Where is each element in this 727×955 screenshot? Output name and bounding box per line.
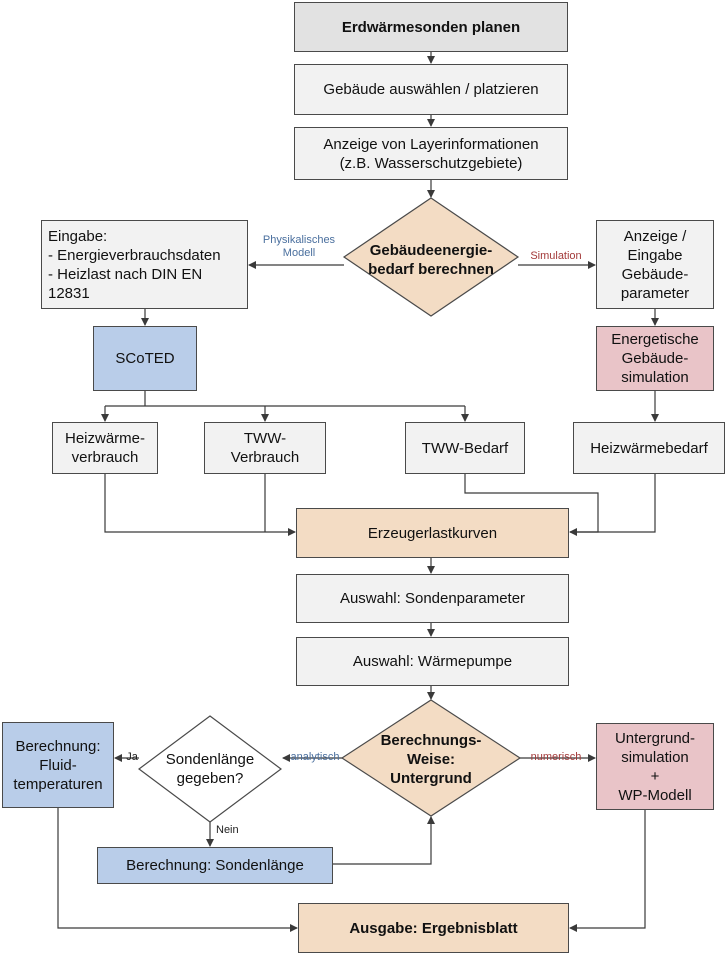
select-building-box: Gebäude auswählen / platzieren [294,64,568,115]
layer-info-box: Anzeige von Layerinformationen (z.B. Was… [294,127,568,180]
building-simulation-box: Energetische Gebäude- simulation [596,326,714,391]
simulation-label: Simulation [530,250,582,262]
tww-demand-box: TWW-Bedarf [405,422,525,474]
output-sheet-box: Ausgabe: Ergebnisblatt [298,903,569,953]
length-calc-box: Berechnung: Sondenlänge [97,847,333,884]
plan-boreholes-box: Erdwärmesonden planen [294,2,568,52]
decision-energy-diamond [342,197,520,317]
tww-consumption-box: TWW- Verbrauch [204,422,326,474]
numerical-label: numerisch [530,751,582,763]
probe-params-box: Auswahl: Sondenparameter [296,574,569,623]
load-curves-box: Erzeugerlastkurven [296,508,569,558]
physical-model-label: Physikalisches Modell [262,234,336,259]
decision-energy-text: Gebäudeenergie- bedarf berechnen [368,242,494,278]
input-consumption-box: Eingabe: - Energieverbrauchsdaten - Heiz… [41,220,248,309]
fluid-temperatures-box: Berechnung: Fluid- temperaturen [2,722,114,808]
analytical-label: analytisch [290,751,340,763]
ground-simulation-box: Untergrund- simulation + WP-Modell [596,723,714,810]
yes-label: Ja [126,751,138,763]
building-params-box: Anzeige / Eingabe Gebäude- parameter [596,220,714,309]
scoted-box: SCoTED [93,326,197,391]
heat-consumption-box: Heizwärme- verbrauch [52,422,158,474]
heat-demand-box: Heizwärmebedarf [573,422,725,474]
decision-method-text: Berechnungs- Weise: Untergrund [380,731,482,787]
no-label: Nein [216,824,239,836]
decision-length-text: Sondenlänge gegeben? [165,751,255,787]
heat-pump-box: Auswahl: Wärmepumpe [296,637,569,686]
